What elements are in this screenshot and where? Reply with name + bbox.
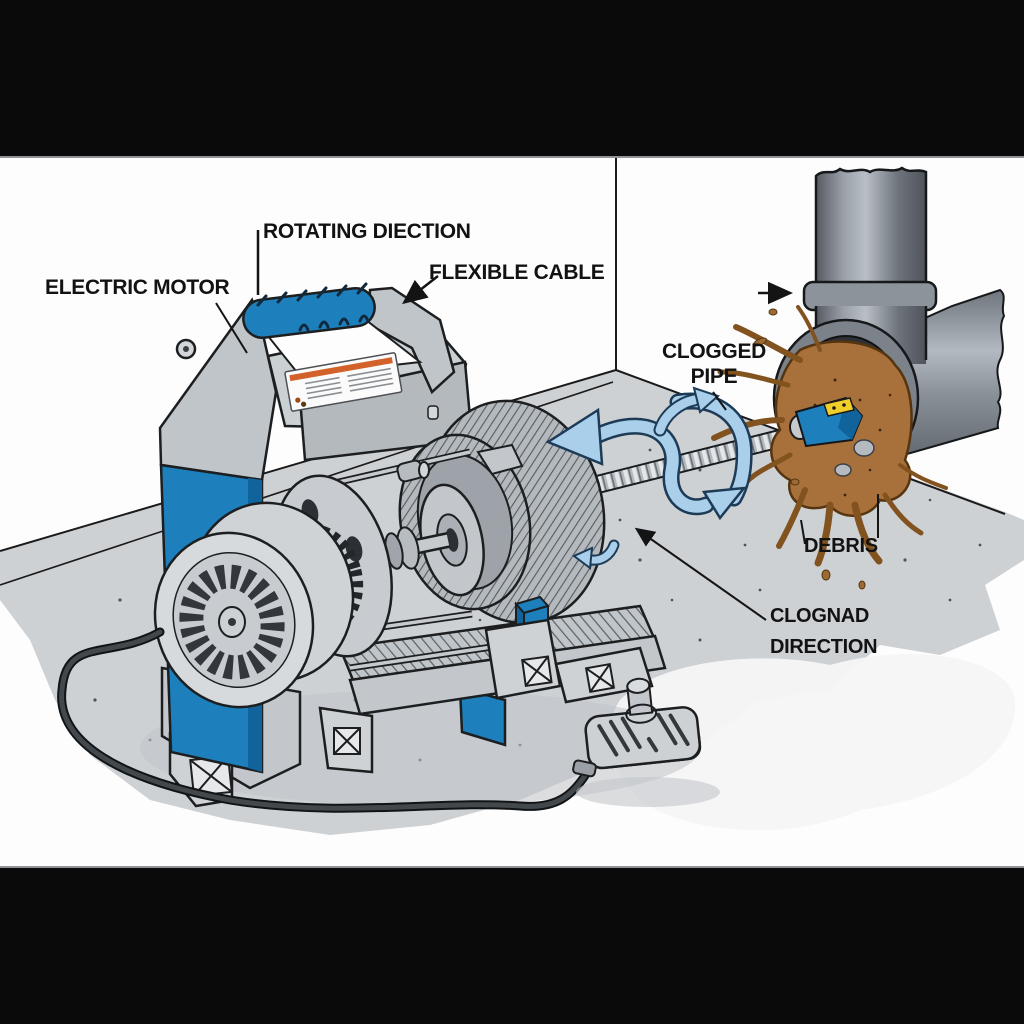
label-clogged-pipe: CLOGGED PIPE — [648, 339, 780, 389]
roots-speckles — [803, 378, 892, 497]
rotation-arrow-top — [653, 386, 720, 437]
label-debris: DEBRIS — [804, 535, 878, 557]
pedal-shadow — [576, 777, 720, 807]
cutter-label-dot — [842, 403, 846, 407]
label-rotating-direction: ROTATING DIECTION — [263, 220, 471, 243]
root-tendrils — [711, 305, 948, 567]
motor-hub-center — [228, 618, 236, 626]
debris-leader-left — [800, 519, 806, 545]
foot-right-front-emblem — [584, 662, 616, 694]
rotation-arrow-small — [572, 539, 620, 570]
label-clogged-pipe-line1: CLOGGED — [661, 340, 767, 363]
letterbox-bar-top — [0, 0, 1024, 158]
warning-label — [284, 352, 403, 412]
pedal-button-base — [625, 703, 658, 724]
motor-vents — [179, 564, 285, 680]
pedal-cord-connector — [572, 759, 597, 778]
cutter-label — [823, 397, 855, 417]
handle-grip — [242, 287, 376, 339]
clog-roots — [711, 305, 948, 590]
head-box-button — [427, 405, 439, 420]
vertical-pipe — [814, 166, 928, 302]
gable-screw-center — [183, 346, 189, 352]
foot-pedal — [572, 677, 702, 778]
power-cord — [57, 627, 591, 813]
leader-lines — [215, 230, 879, 621]
clog-direction-arrow — [634, 527, 767, 621]
label-flexible-cable: FLEXIBLE CABLE — [429, 261, 605, 284]
drain-machine — [153, 282, 667, 808]
cutter-head — [789, 396, 864, 448]
label-clog-direction-line1: CLOGNAD — [770, 605, 870, 627]
pedal-button-top — [626, 677, 651, 694]
letterbox-bar-bottom — [0, 866, 1024, 1024]
rotation-arrow-left — [545, 407, 715, 516]
motor-boss-cap — [418, 461, 430, 479]
cutter-label-dot — [832, 406, 836, 410]
blue-bottom-wedge — [458, 686, 507, 747]
label-clog-direction: CLOGNAD DIRECTION — [770, 601, 878, 663]
drum-top-clamp — [476, 443, 524, 476]
handle-grip-ridges — [256, 282, 370, 332]
pedal-ribs — [597, 712, 690, 757]
foot-center-emblem — [333, 727, 361, 755]
label-clog-direction-line2: DIRECTION — [770, 636, 878, 658]
label-clogged-pipe-line2: PIPE — [690, 365, 738, 388]
flexible-cable-arrow — [402, 275, 439, 305]
rotation-arrows — [545, 386, 753, 570]
pipe-collar — [802, 280, 938, 312]
label-electric-motor: ELECTRIC MOTOR — [45, 276, 230, 299]
electric-motor-leader — [215, 302, 248, 354]
clogged-pipe-leader — [712, 391, 727, 411]
foot-right-rear-emblem — [521, 655, 553, 687]
electric-motor-unit — [153, 459, 430, 709]
